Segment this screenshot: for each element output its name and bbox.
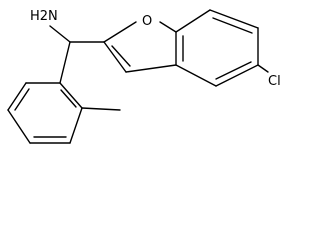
bond-c2-o [103,21,137,43]
bond-ch-ipso [59,41,71,84]
bond-ch-n [49,25,71,43]
bond-c3-c3a [125,64,177,73]
bond-c4-c3a [175,64,217,87]
structure-drawing: H2N O Cl [7,9,281,144]
bond-o-c7a [159,21,177,33]
bond-ipso-ortho [59,82,83,109]
bond-c7-c6 [209,9,259,29]
bond-meta2-ortho2-inner [14,88,30,111]
atom-labels: H2N O Cl [30,9,281,89]
bond-c5-c4 [215,64,259,87]
bond-ipso-ortho-inner [60,89,77,108]
bond-c2-c3-inner [111,45,131,67]
bond-c7-c6-inner [212,17,253,34]
bond-c5-c4-inner [215,61,252,80]
oxygen-label: O [142,14,152,29]
molecule-structure: H2N O Cl [7,9,281,144]
bonds [7,9,269,144]
amine-label: H2N [30,9,58,24]
bond-ortho-meta [69,107,83,144]
bond-c7a-c7 [175,9,211,33]
bond-c5-cl [257,64,269,73]
bond-para-meta2 [7,109,31,144]
bond-ortho-methyl [81,107,121,111]
chlorine-label: Cl [268,74,281,89]
bond-meta2-ortho2 [7,82,27,111]
bond-c2-c3 [103,41,127,73]
